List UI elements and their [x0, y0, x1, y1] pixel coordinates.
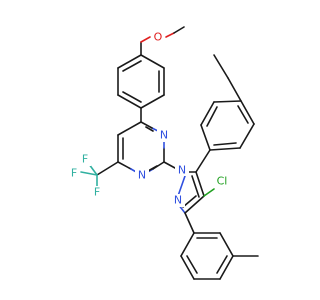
lower-tolyl-ring: [180, 212, 259, 280]
svg-text:Cl: Cl: [217, 175, 228, 188]
fluorine-atom-2: F: [68, 167, 80, 180]
molecule-structure: O N N N N Cl F F: [68, 26, 259, 280]
svg-text:F: F: [71, 167, 77, 180]
pyrazole-nitrogen-1: N: [175, 163, 189, 177]
chloro-substituent: [203, 188, 215, 197]
methoxy-group: [140, 26, 185, 56]
svg-text:O: O: [154, 31, 163, 44]
chlorine-atom: Cl: [212, 175, 232, 188]
svg-text:N: N: [174, 194, 182, 207]
methoxyphenyl-ring: [117, 54, 165, 109]
molecule-canvas: O N N N N Cl F F: [68, 26, 259, 280]
pyrazole-nitrogen-2: N: [171, 194, 185, 207]
fluorine-atom-3: F: [91, 186, 103, 199]
upper-tolyl-ring: [195, 54, 255, 173]
atom-labels: O N N N N Cl F F: [68, 31, 232, 207]
svg-text:F: F: [82, 153, 88, 166]
svg-text:N: N: [178, 164, 186, 177]
pyrimidine-nitrogen-1: N: [157, 129, 171, 142]
pyrimidine-nitrogen-3: N: [135, 169, 149, 182]
methoxy-oxygen: O: [151, 31, 165, 44]
fluorine-atom-1: F: [79, 153, 91, 166]
pyrimidine-ring: [117, 107, 165, 174]
pyrazole-ring: [163, 161, 205, 214]
svg-text:N: N: [160, 129, 168, 142]
svg-text:F: F: [94, 186, 100, 199]
svg-text:N: N: [138, 169, 146, 182]
